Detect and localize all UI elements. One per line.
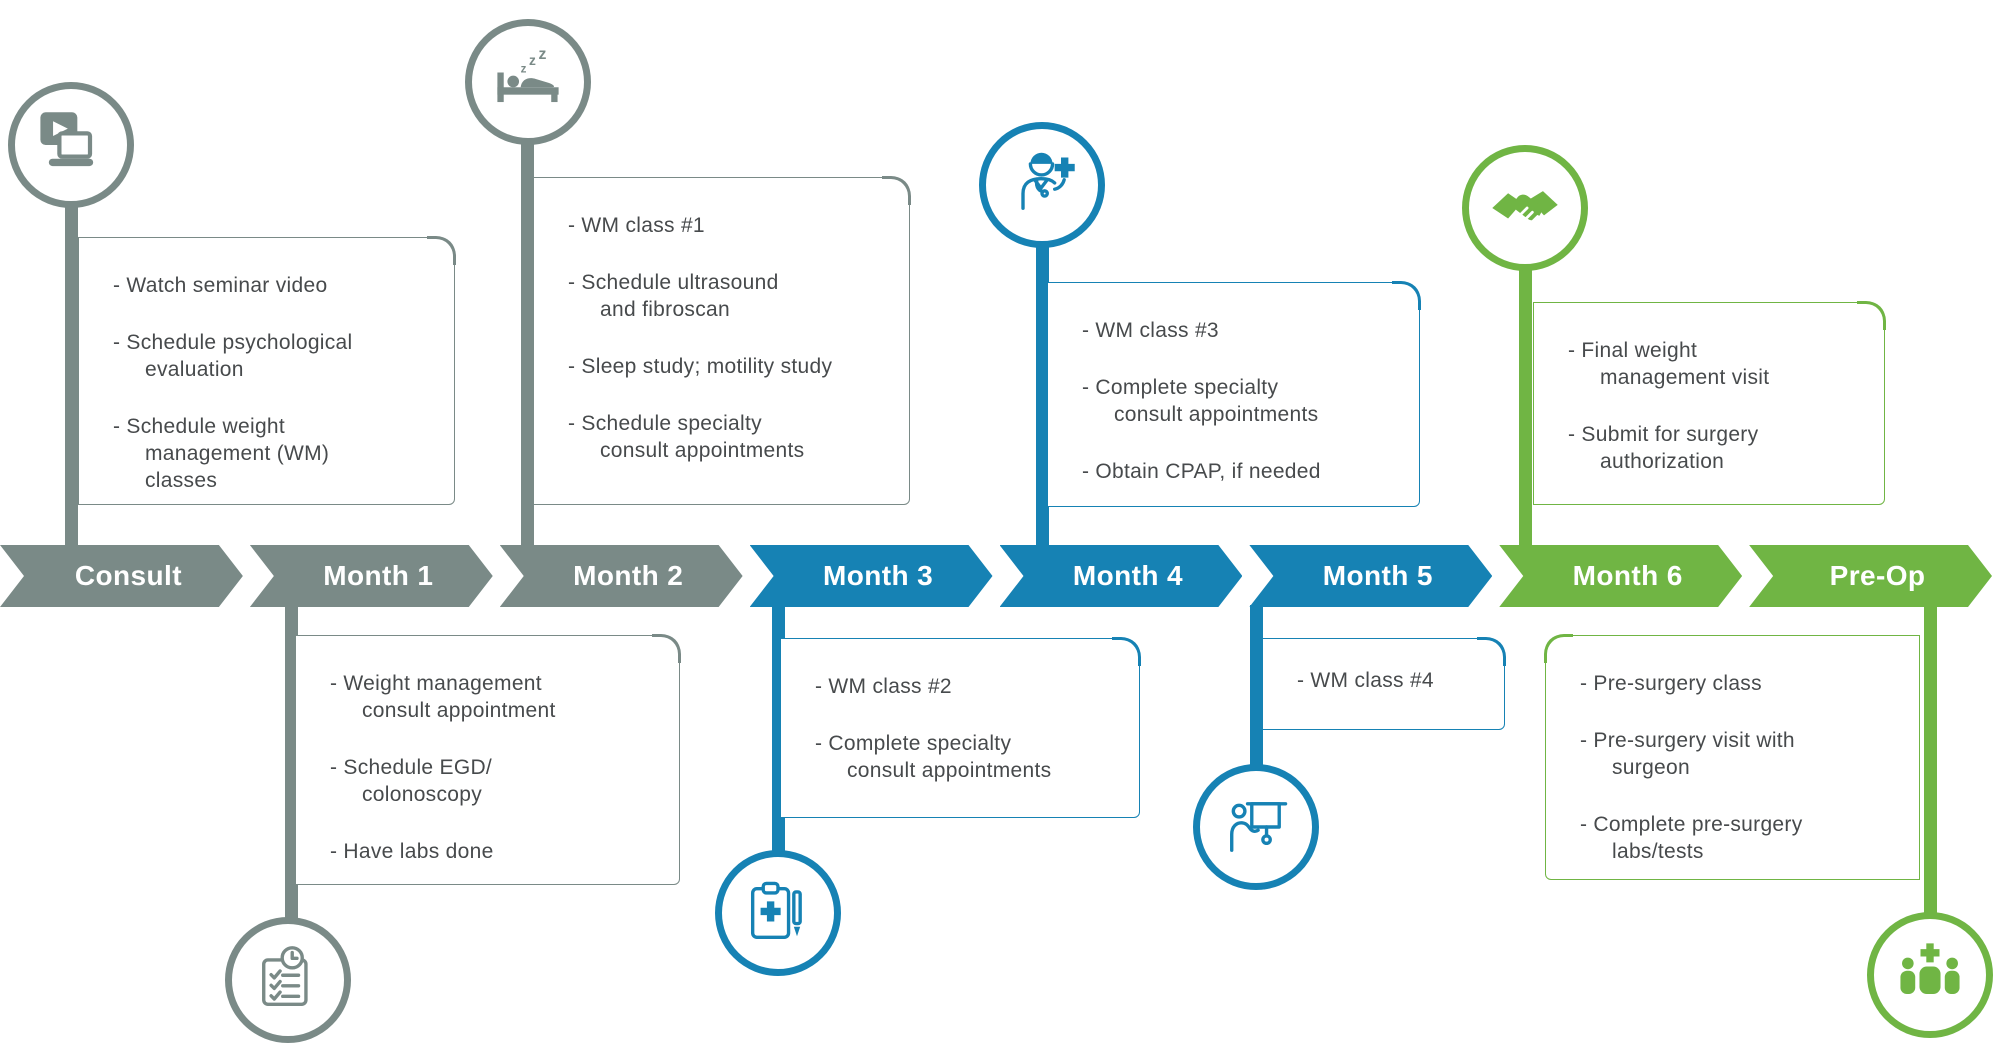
task-item: - Schedule psychological evaluation <box>113 331 353 381</box>
task-item: - Schedule ultrasound and fibroscan <box>568 271 779 321</box>
callout-preop: - Pre-surgery class - Pre-surgery visit … <box>1544 634 1920 880</box>
task-item: - WM class #4 <box>1297 669 1434 692</box>
corner-accent <box>881 176 911 206</box>
segment-label: Pre-Op <box>1829 560 1926 591</box>
svg-text:z: z <box>521 63 527 76</box>
segment-label: Month 5 <box>1322 560 1433 591</box>
task-item: - Have labs done <box>330 840 494 863</box>
callout-month2: - WM class #1 - Schedule ultrasound and … <box>533 176 911 505</box>
segment-label: Month 2 <box>573 560 684 591</box>
svg-text:z: z <box>539 46 547 63</box>
callout-month3: - WM class #2 - Complete specialty consu… <box>780 637 1141 818</box>
medical-clipboard-icon <box>715 850 841 976</box>
timeline-segment-month4: Month 4 <box>1000 545 1243 607</box>
corner-accent <box>1111 637 1141 667</box>
segment-label: Month 6 <box>1572 560 1683 591</box>
task-item: - Obtain CPAP, if needed <box>1082 460 1321 483</box>
callout-consult: - Watch seminar video - Schedule psychol… <box>78 236 456 505</box>
doctor-icon <box>979 122 1105 248</box>
task-item: - WM class #1 <box>568 214 705 237</box>
timeline: Consult Month 1 Month 2 Month 3 Month 4 … <box>0 545 1992 607</box>
connector-month4 <box>1036 242 1049 545</box>
timeline-segment-consult: Consult <box>0 545 243 607</box>
task-item: - Complete specialty consult appointment… <box>815 732 1052 782</box>
connector-month2 <box>521 138 534 545</box>
task-item: - Complete pre-surgery labs/tests <box>1580 813 1803 863</box>
task-item: - Pre-surgery visit with surgeon <box>1580 729 1795 779</box>
task-item: - Watch seminar video <box>113 274 328 297</box>
callout-month6: - Final weight management visit - Submit… <box>1533 301 1886 505</box>
task-item: - Sleep study; motility study <box>568 355 833 378</box>
task-item: - WM class #3 <box>1082 319 1219 342</box>
task-item: - Complete specialty consult appointment… <box>1082 376 1319 426</box>
sleep-study-icon: z z z <box>465 19 591 145</box>
callout-month4: - WM class #3 - Complete specialty consu… <box>1047 281 1421 507</box>
video-seminar-icon <box>8 82 134 208</box>
task-item: - Final weight management visit <box>1568 339 1770 389</box>
connector-preop <box>1924 605 1937 915</box>
timeline-segment-preop: Pre-Op <box>1749 545 1992 607</box>
timeline-segment-month1: Month 1 <box>250 545 493 607</box>
presentation-icon <box>1193 764 1319 890</box>
connector-consult <box>65 195 78 545</box>
corner-accent <box>1856 301 1886 331</box>
task-item: - Schedule specialty consult appointment… <box>568 412 805 462</box>
timeline-segment-month3: Month 3 <box>750 545 993 607</box>
timeline-segment-month2: Month 2 <box>500 545 743 607</box>
task-item: - Schedule weight management (WM) classe… <box>113 415 330 492</box>
callout-month1: - Weight management consult appointment … <box>295 634 681 885</box>
svg-text:z: z <box>529 53 536 68</box>
checklist-clock-icon <box>225 917 351 1043</box>
timeline-segment-month5: Month 5 <box>1249 545 1492 607</box>
task-item: - WM class #2 <box>815 675 952 698</box>
segment-label: Month 4 <box>1072 560 1183 591</box>
task-item: - Schedule EGD/ colonoscopy <box>330 756 493 806</box>
task-item: - Submit for surgery authorization <box>1568 423 1759 473</box>
connector-month6 <box>1519 265 1532 545</box>
segment-label: Consult <box>74 560 182 591</box>
segment-label: Month 1 <box>323 560 434 591</box>
corner-accent <box>1391 281 1421 311</box>
timeline-segment-month6: Month 6 <box>1499 545 1742 607</box>
handshake-icon <box>1462 145 1588 271</box>
corner-accent <box>1544 634 1574 664</box>
connector-month1 <box>285 605 298 920</box>
corner-accent <box>1476 637 1506 667</box>
segment-label: Month 3 <box>823 560 934 591</box>
callout-month5: - WM class #4 <box>1262 637 1506 730</box>
corner-accent <box>651 634 681 664</box>
corner-accent <box>426 236 456 266</box>
task-item: - Pre-surgery class <box>1580 672 1762 695</box>
task-item: - Weight management consult appointment <box>330 672 556 722</box>
care-team-icon <box>1867 912 1993 1038</box>
connector-month5 <box>1250 605 1263 767</box>
